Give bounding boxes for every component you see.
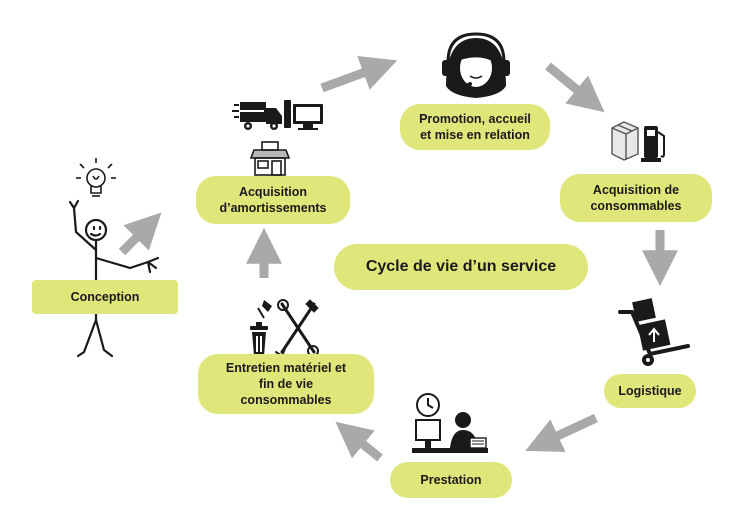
stage-prestation-label: Prestation bbox=[420, 473, 482, 487]
hand-truck-icon bbox=[618, 298, 690, 366]
stage-logistique: Logistique bbox=[604, 374, 696, 408]
lightbulb-icon bbox=[76, 158, 116, 197]
computer-icon bbox=[284, 100, 323, 130]
stage-entretien-label: Entretien matériel et fin de vie consomm… bbox=[225, 361, 347, 407]
clock-icon bbox=[416, 393, 440, 417]
arrow-prestation-to-entretien bbox=[335, 421, 383, 462]
headset-operator-icon bbox=[442, 32, 510, 98]
stage-entretien: Entretien matériel et fin de vie consomm… bbox=[198, 354, 374, 414]
truck-icon bbox=[232, 102, 282, 130]
stage-conception-label: Conception bbox=[70, 290, 140, 304]
stage-conception: Conception bbox=[32, 280, 178, 314]
stage-prestation: Prestation bbox=[390, 462, 512, 498]
worker-desk-icon bbox=[412, 412, 488, 453]
stage-promotion: Promotion, accueil et mise en relation bbox=[400, 104, 550, 150]
tools-icon bbox=[275, 299, 319, 358]
box-icon bbox=[611, 121, 639, 161]
stage-acquisition-amortissements: Acquisition d’amortissements bbox=[196, 176, 350, 224]
stage-promotion-label: Promotion, accueil et mise en relation bbox=[419, 112, 531, 142]
diagram-title-label: Cycle de vie d’un service bbox=[365, 258, 557, 275]
fuel-pump-icon bbox=[641, 126, 665, 162]
stage-acquisition-consommables: Acquisition de consommables bbox=[560, 174, 712, 222]
stage-consommables-label: Acquisition de consommables bbox=[590, 183, 682, 213]
shop-icon bbox=[249, 141, 291, 176]
arrow-promotion-to-consommables bbox=[545, 62, 605, 113]
arrow-logistique-to-prestation bbox=[525, 413, 598, 452]
arrow-amortissements-to-promotion bbox=[320, 55, 398, 93]
stage-logistique-label: Logistique bbox=[618, 384, 682, 398]
stage-amortissements-label: Acquisition d’amortissements bbox=[219, 185, 327, 215]
arrow-conception-up bbox=[118, 212, 162, 256]
diagram-title: Cycle de vie d’un service bbox=[334, 244, 588, 290]
trash-can-icon bbox=[250, 300, 272, 356]
